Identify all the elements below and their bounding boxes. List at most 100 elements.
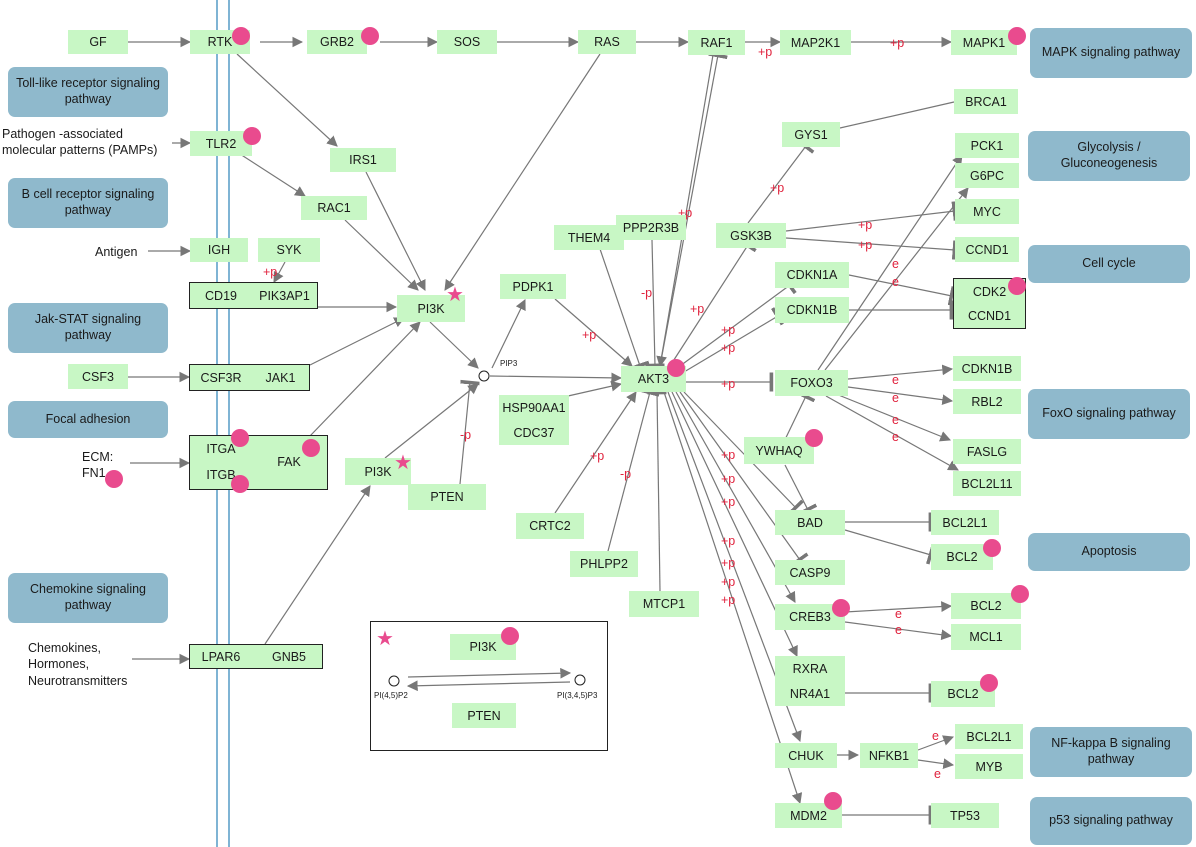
gene-hsp90aa1[interactable]: HSP90AA1	[499, 395, 569, 420]
gene-crtc2[interactable]: CRTC2	[516, 513, 584, 539]
gene-akt3[interactable]: AKT3	[621, 366, 686, 392]
gene-myc[interactable]: MYC	[955, 199, 1019, 224]
gene-mtcp1[interactable]: MTCP1	[629, 591, 699, 617]
edge-rac1-pi3k	[344, 219, 419, 291]
gene-rbl2[interactable]: RBL2	[953, 389, 1021, 414]
legend-pip3-label: PI(3,4,5)P3	[557, 691, 598, 700]
gene-brca1[interactable]: BRCA1	[954, 89, 1018, 114]
gene-pck1[interactable]: PCK1	[955, 133, 1019, 158]
pathway-toll[interactable]: Toll-like receptor signaling pathway	[8, 67, 168, 117]
pathway-chemokine[interactable]: Chemokine signaling pathway	[8, 573, 168, 623]
edge-mtcp1-akt3	[647, 390, 667, 592]
gene-csf3[interactable]: CSF3	[68, 364, 128, 389]
gene-pdpk1[interactable]: PDPK1	[500, 274, 566, 299]
gene-cdkn1b[interactable]: CDKN1B	[775, 297, 849, 323]
gene-nr4a1[interactable]: NR4A1	[775, 681, 845, 706]
gene-map2k1[interactable]: MAP2K1	[780, 30, 851, 55]
gene-bcl2-creb[interactable]: BCL2	[951, 593, 1021, 619]
gene-cdk2[interactable]: CDK2	[972, 284, 1007, 299]
pathway-apoptosis[interactable]: Apoptosis	[1028, 533, 1190, 571]
gene-sos[interactable]: SOS	[437, 30, 497, 54]
gene-foxo3[interactable]: FOXO3	[775, 370, 848, 396]
gene-tlr2[interactable]: TLR2	[190, 131, 252, 156]
legend-pip3-compound	[574, 674, 586, 686]
gene-ywhaq[interactable]: YWHAQ	[744, 437, 814, 464]
pathway-jak-stat[interactable]: Jak-STAT signaling pathway	[8, 303, 168, 353]
csf3r-jak1-complex[interactable]	[189, 364, 310, 391]
edge-foxo3-pck1	[817, 154, 963, 371]
gene-myb[interactable]: MYB	[955, 754, 1023, 779]
gene-syk[interactable]: SYK	[258, 238, 320, 262]
pathway-bcell[interactable]: B cell receptor signaling pathway	[8, 178, 168, 228]
gene-lpar6[interactable]: LPAR6	[201, 649, 241, 664]
gene-nfkb1[interactable]: NFKB1	[860, 743, 918, 768]
pathway-glycolysis[interactable]: Glycolysis / Gluconeogenesis	[1028, 131, 1190, 181]
gene-them4[interactable]: THEM4	[554, 225, 624, 250]
gene-igh[interactable]: IGH	[190, 238, 248, 262]
gene-csf3r[interactable]: CSF3R	[200, 370, 242, 385]
pathway-focal-adhesion[interactable]: Focal adhesion	[8, 401, 168, 438]
gene-bad[interactable]: BAD	[775, 510, 845, 535]
marker-dot	[667, 359, 685, 377]
edge-label: e	[895, 607, 902, 621]
lpar6-gnb5-complex[interactable]	[189, 644, 323, 669]
gene-grb2[interactable]: GRB2	[307, 30, 367, 54]
gene-gys1[interactable]: GYS1	[782, 122, 840, 147]
gene-creb3[interactable]: CREB3	[775, 604, 845, 630]
edge-pip3-pdpk1	[491, 299, 526, 369]
edge-label: +p	[758, 45, 772, 59]
edge-creb3-bcl2	[844, 601, 953, 613]
pathway-cell-cycle[interactable]: Cell cycle	[1028, 245, 1190, 283]
ecm-label: ECM: FN1	[82, 450, 114, 481]
gene-tp53[interactable]: TP53	[931, 803, 999, 828]
gene-chuk[interactable]: CHUK	[775, 743, 837, 768]
pathway-p53[interactable]: p53 signaling pathway	[1030, 797, 1192, 845]
gene-bcl2l11[interactable]: BCL2L11	[953, 471, 1021, 496]
gene-pi3k[interactable]: PI3K	[397, 295, 465, 322]
gene-faslg[interactable]: FASLG	[953, 439, 1021, 464]
gene-rxra[interactable]: RXRA	[775, 656, 845, 681]
gene-bcl2l1-nfkb[interactable]: BCL2L1	[955, 724, 1023, 749]
gene-ccnd1[interactable]: CCND1	[955, 237, 1019, 262]
edge-label: e	[895, 623, 902, 637]
gene-itga[interactable]: ITGA	[206, 442, 236, 456]
gene-pik3ap1[interactable]: PIK3AP1	[259, 288, 310, 303]
pathway-nfkb[interactable]: NF-kappa B signaling pathway	[1030, 727, 1192, 777]
gene-gf[interactable]: GF	[68, 30, 128, 54]
pip3-label: PIP3	[500, 359, 518, 368]
edge-label: +p	[721, 495, 735, 509]
gene-cd19[interactable]: CD19	[205, 288, 237, 303]
gene-ras[interactable]: RAS	[578, 30, 636, 54]
gene-mapk1[interactable]: MAPK1	[951, 30, 1017, 55]
gene-pten[interactable]: PTEN	[408, 484, 486, 510]
gene-casp9[interactable]: CASP9	[775, 560, 845, 585]
gene-bcl2[interactable]: BCL2	[931, 544, 993, 570]
gene-phlpp2[interactable]: PHLPP2	[570, 551, 638, 577]
gene-mcl1[interactable]: MCL1	[951, 624, 1021, 650]
gene-bcl2l1[interactable]: BCL2L1	[931, 510, 999, 535]
legend-gene-pten[interactable]: PTEN	[452, 703, 516, 728]
edge-label: +p	[858, 238, 872, 252]
gene-g6pc[interactable]: G6PC	[955, 163, 1019, 188]
cd19-pik3ap1-complex[interactable]	[189, 282, 318, 309]
pathway-mapk[interactable]: MAPK signaling pathway	[1030, 28, 1192, 78]
gene-pi3k-secondary[interactable]: PI3K	[345, 458, 411, 485]
edge-label: e	[934, 767, 941, 781]
gene-fak[interactable]: FAK	[277, 455, 301, 469]
gene-jak1[interactable]: JAK1	[265, 370, 296, 385]
gene-cdc37[interactable]: CDC37	[499, 420, 569, 445]
edge-label: +p	[721, 448, 735, 462]
edge-label: +p	[590, 449, 604, 463]
gene-ccnd1-complex[interactable]: CCND1	[967, 309, 1012, 323]
gene-raf1[interactable]: RAF1	[688, 30, 745, 55]
pathway-foxo[interactable]: FoxO signaling pathway	[1028, 389, 1190, 439]
gene-gsk3b[interactable]: GSK3B	[716, 223, 786, 248]
gene-irs1[interactable]: IRS1	[330, 148, 396, 172]
gene-cdkn1b-foxo[interactable]: CDKN1B	[953, 356, 1021, 381]
edge-phlpp2-akt3	[607, 388, 660, 552]
gene-rac1[interactable]: RAC1	[301, 196, 367, 220]
gene-cdkn1a[interactable]: CDKN1A	[775, 262, 849, 288]
gene-gnb5[interactable]: GNB5	[271, 649, 307, 664]
gene-itgb[interactable]: ITGB	[206, 468, 236, 482]
gene-ppp2r3b[interactable]: PPP2R3B	[616, 215, 686, 240]
